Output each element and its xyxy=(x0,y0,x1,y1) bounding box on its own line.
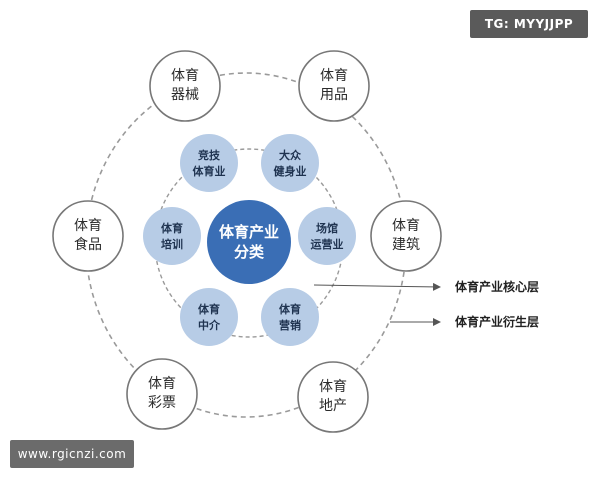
outer-node-yongpin-line1: 体育 xyxy=(320,68,348,84)
inner-node-peixun-line1: 体育 xyxy=(161,221,183,235)
outer-node-shipin-line1: 体育 xyxy=(74,218,102,234)
outer-node-jianzhu: 体育 建筑 xyxy=(370,200,442,272)
outer-node-shipin: 体育 食品 xyxy=(52,200,124,272)
outer-node-qixie-line1: 体育 xyxy=(171,68,199,84)
center-node: 体育产业 分类 xyxy=(207,200,291,284)
outer-node-caipiao: 体育 彩票 xyxy=(126,358,198,430)
outer-node-yongpin: 体育 用品 xyxy=(298,50,370,122)
inner-node-changguan: 场馆 运营业 xyxy=(298,207,356,265)
inner-node-zhongjie: 体育 中介 xyxy=(180,288,238,346)
inner-node-peixun: 体育 培训 xyxy=(143,207,201,265)
inner-node-zhongjie-line2: 中介 xyxy=(198,318,221,332)
inner-node-jingji: 竞技 体育业 xyxy=(180,134,238,192)
watermark-bottom-left: www.rgicnzi.com xyxy=(10,440,134,468)
inner-node-peixun-line2: 培训 xyxy=(161,237,183,251)
legend-derived-layer: 体育产业衍生层 xyxy=(455,314,539,329)
watermark-top-right: TG: MYYJJPP xyxy=(470,10,588,38)
outer-node-qixie-line2: 器械 xyxy=(171,87,199,103)
outer-node-dichan-line1: 体育 xyxy=(319,379,347,395)
outer-node-shipin-line2: 食品 xyxy=(74,236,102,253)
inner-node-yingxiao-line2: 营销 xyxy=(279,318,301,332)
core-layer-arrow xyxy=(313,282,441,291)
inner-node-yingxiao: 体育 营销 xyxy=(261,288,319,346)
legend-core-layer: 体育产业核心层 xyxy=(455,279,539,294)
inner-node-changguan-line2: 运营业 xyxy=(311,237,344,251)
inner-node-jingji-line2: 体育业 xyxy=(193,164,226,178)
outer-node-dichan: 体育 地产 xyxy=(297,361,369,433)
inner-node-zhongjie-line1: 体育 xyxy=(198,302,220,316)
center-node-line2: 分类 xyxy=(234,243,265,261)
center-node-line1: 体育产业 xyxy=(219,223,279,241)
inner-node-yingxiao-line1: 体育 xyxy=(279,302,301,316)
outer-node-dichan-line2: 地产 xyxy=(319,398,347,414)
inner-node-dazhong: 大众 健身业 xyxy=(261,134,319,192)
outer-node-jianzhu-line1: 体育 xyxy=(392,218,420,234)
outer-node-jianzhu-line2: 建筑 xyxy=(392,237,420,253)
outer-node-caipiao-line2: 彩票 xyxy=(148,395,176,411)
outer-node-yongpin-line2: 用品 xyxy=(320,87,348,103)
outer-node-qixie: 体育 器械 xyxy=(149,50,221,122)
outer-node-caipiao-line1: 体育 xyxy=(148,376,176,392)
inner-node-dazhong-line2: 健身业 xyxy=(274,164,307,178)
inner-node-jingji-line1: 竞技 xyxy=(198,148,221,162)
inner-node-changguan-line1: 场馆 xyxy=(316,221,338,235)
inner-node-dazhong-line1: 大众 xyxy=(279,148,302,162)
